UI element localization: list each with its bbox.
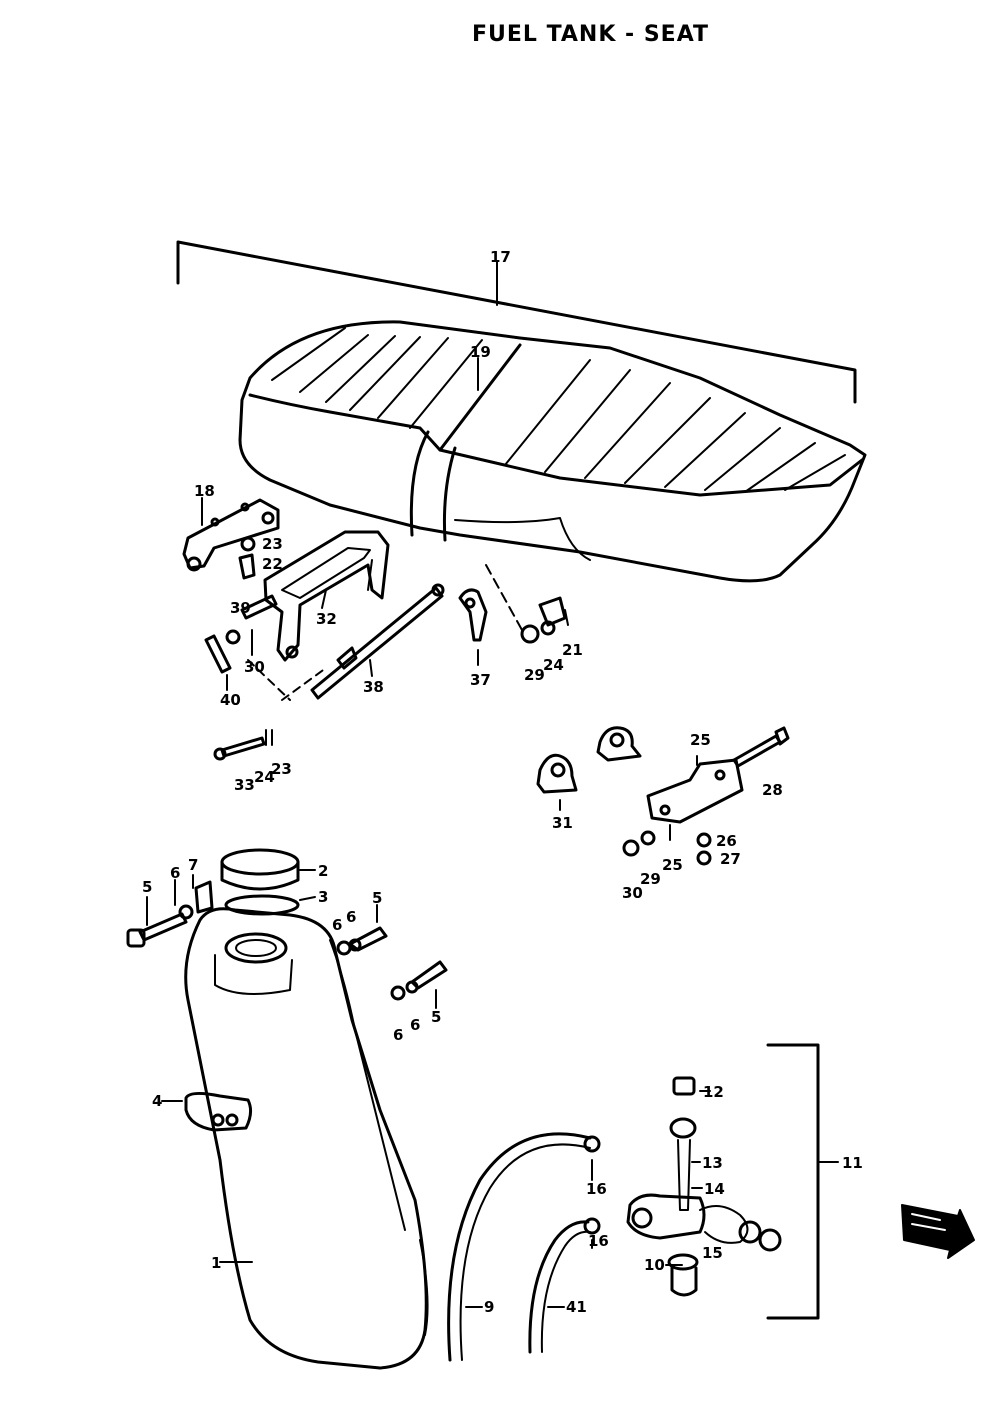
part-label-19: 19 (470, 343, 491, 361)
part-label-31: 31 (552, 814, 573, 832)
part-label-6a: 6 (170, 864, 180, 882)
cushion-31 (536, 753, 578, 794)
washer (225, 629, 241, 645)
fuel-cock (626, 1076, 782, 1297)
hinge-bracket (182, 498, 280, 572)
washer (540, 620, 556, 636)
seat-stay-rod (310, 583, 445, 700)
part-label-34: 24 (254, 768, 275, 786)
washer (520, 624, 540, 644)
part-label-16a: 16 (586, 1180, 607, 1198)
hose-clip-b (583, 1217, 601, 1235)
part-label-23: 23 (262, 535, 283, 553)
part-label-12: 12 (703, 1083, 724, 1101)
bolt (348, 926, 388, 952)
part-label-32: 32 (316, 610, 337, 628)
part-label-29: 29 (524, 666, 545, 684)
bolt (204, 634, 232, 674)
part-label-25: 25 (690, 731, 711, 749)
part-label-11: 11 (842, 1154, 863, 1172)
filler-cap (220, 848, 300, 891)
part-label-2: 2 (318, 862, 328, 880)
part-label-6c: 6 (346, 908, 356, 926)
part-label-27: 27 (720, 850, 741, 868)
part-label-5c: 5 (431, 1008, 441, 1026)
bolt (732, 734, 782, 768)
part-label-3: 3 (318, 888, 328, 906)
part-label-9: 9 (484, 1298, 494, 1316)
seat-assembly-bracket (176, 240, 857, 404)
fuel-hose-b (528, 1220, 590, 1354)
part-label-4: 4 (152, 1092, 162, 1110)
part-label-18: 18 (194, 482, 215, 500)
part-label-7: 7 (188, 856, 198, 874)
part-label-41: 41 (566, 1298, 587, 1316)
cushion-31b (596, 726, 642, 762)
washer (240, 536, 256, 552)
fuel-tank (184, 907, 429, 1370)
part-label-21: 21 (562, 641, 583, 659)
part-label-6e: 6 (410, 1016, 420, 1034)
part-label-24: 24 (543, 656, 564, 674)
seat-hinge (263, 530, 390, 662)
part-label-10: 10 (644, 1256, 665, 1274)
fuel-hose (447, 1132, 592, 1362)
part-label-15: 15 (702, 1244, 723, 1262)
hose-clip (583, 1135, 601, 1153)
part-label-26: 26 (716, 832, 737, 850)
part-label-38: 38 (363, 678, 384, 696)
part-label-6b: 6 (332, 916, 342, 934)
part-label-5a: 5 (142, 878, 152, 896)
part-label-13: 13 (702, 1154, 723, 1172)
part-label-14: 14 (704, 1180, 725, 1198)
part-label-37: 37 (470, 671, 491, 689)
gasket (224, 894, 300, 916)
part-label-22: 22 (262, 555, 283, 573)
bolt (220, 736, 266, 758)
part-label-16b: 16 (588, 1232, 609, 1250)
part-label-6d: 6 (393, 1026, 403, 1044)
part-label-30b: 30 (622, 884, 643, 902)
seat-lock (458, 588, 488, 642)
part-label-25b: 25 (662, 856, 683, 874)
part-label-5b: 5 (372, 889, 382, 907)
fuel-cock-bracket (766, 1043, 820, 1320)
part-label-40: 40 (220, 691, 241, 709)
part-label-1: 1 (211, 1254, 221, 1272)
part-label-17: 17 (490, 248, 511, 266)
cushion (538, 596, 567, 627)
part-label-29b: 29 (640, 870, 661, 888)
part-label-28: 28 (762, 781, 783, 799)
page-title: FUEL TANK - SEAT (472, 22, 710, 47)
part-label-39: 39 (230, 599, 251, 617)
part-label-33: 33 (234, 776, 255, 794)
bolt (240, 594, 278, 620)
bolt (238, 553, 256, 580)
front-arrow-icon (901, 1204, 975, 1259)
bracket-plate (646, 758, 744, 824)
part-label-30: 30 (244, 658, 265, 676)
part-label-23b: 23 (271, 760, 292, 778)
seat (238, 320, 867, 583)
